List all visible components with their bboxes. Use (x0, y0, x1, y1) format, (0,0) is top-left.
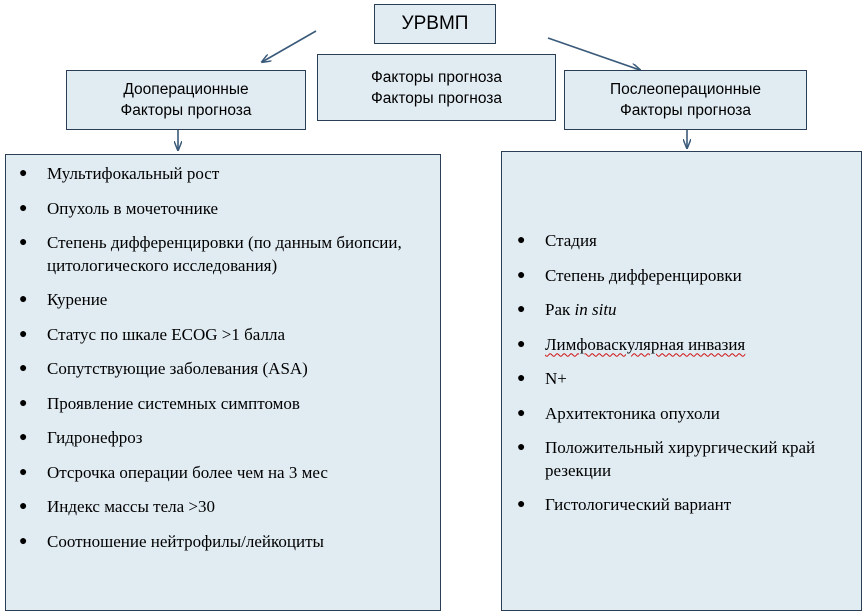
list-item: ● Сопутствующие заболевания (ASA) (19, 358, 427, 381)
list-item: ● Архитектоника опухоли (517, 403, 857, 426)
factor-text: Рак (545, 300, 575, 319)
list-item: ● Статус по шкале ECOG >1 балла (19, 324, 427, 347)
bullet-icon: ● (19, 292, 28, 307)
preoperative-header: Дооперационные Факторы прогноза (66, 70, 306, 130)
bullet-icon: ● (517, 233, 526, 248)
factor-text: Гидронефроз (47, 428, 143, 447)
factor-text: Отсрочка операции более чем на 3 мес (47, 462, 328, 482)
factor-text: Сопутствующие заболевания (ASA) (47, 359, 308, 378)
factor-text: N+ (545, 369, 567, 388)
bullet-icon: ● (517, 267, 526, 283)
factor-text: Гистологический вариант (545, 495, 732, 514)
bullet-icon: ● (517, 336, 526, 352)
bullet-icon: ● (517, 405, 526, 421)
list-item: ● Гистологический вариант (517, 494, 857, 517)
factor-text: Курение (47, 290, 108, 309)
factor-text-italic: in situ (574, 300, 617, 319)
factor-text: Соотношение нейтрофилы/лейкоциты (47, 531, 324, 551)
list-item: ● Положительный хирургический край резекц… (517, 437, 857, 482)
list-item: ● N+ (517, 368, 857, 391)
middle-header-line1: Факторы прогноза (371, 68, 502, 86)
factor-text: Лимфоваскулярная инвазия (545, 334, 746, 354)
bullet-icon: ● (19, 499, 28, 514)
list-item: ● Стадия (517, 230, 857, 253)
bullet-icon: ● (19, 464, 28, 480)
bullet-icon: ● (19, 200, 28, 216)
list-item: ● Лимфоваскулярная инвазия (517, 334, 857, 357)
factor-text: Положительный хирургический край резекци… (545, 438, 816, 480)
factor-text: Опухоль в мочеточнике (47, 198, 219, 218)
bullet-icon: ● (19, 430, 28, 445)
preoperative-factors-list: ● Мультифокальный рост ● Опухоль в мочеточ… (19, 163, 427, 565)
preoperative-header-line2: Факторы прогноза (120, 102, 252, 119)
list-item: ● Отсрочка операции более чем на 3 мес (19, 462, 427, 485)
bullet-icon: ● (517, 302, 526, 317)
arrow-top-to-left (262, 30, 317, 62)
factor-text: Стадия (545, 231, 597, 250)
list-item: ● Степень дифференцировки (по данным биоп… (19, 232, 427, 277)
factor-text: Мультифокальный рост (47, 164, 220, 183)
list-item: ● Мультифокальный рост (19, 163, 427, 186)
bullet-icon: ● (19, 395, 28, 411)
arrow-top-to-right (547, 37, 640, 70)
factor-text: Степень дифференцировки (по данным биопс… (47, 233, 402, 275)
prognostic-factors-header: Факторы прогноза Факторы прогноза (317, 54, 556, 121)
list-item: ● Рак in situ (517, 299, 857, 322)
postoperative-header-line2: Факторы прогноза (620, 102, 751, 119)
list-item: ● Индекс массы тела >30 (19, 496, 427, 519)
postoperative-factors-panel: ● Стадия ● Степень дифференцировки ● Рак in… (501, 151, 862, 611)
postoperative-header: Послеоперационные Факторы прогноза (564, 70, 807, 130)
list-item: ● Курение (19, 289, 427, 312)
factor-text: Статус по шкале ECOG >1 балла (47, 324, 285, 344)
bullet-icon: ● (19, 166, 28, 181)
list-item: ● Проявление системных симптомов (19, 393, 427, 416)
preoperative-factors-panel: ● Мультифокальный рост ● Опухоль в мочеточ… (5, 154, 441, 611)
list-item: ● Соотношение нейтрофилы/лейкоциты (19, 531, 427, 554)
factor-text: Индекс массы тела >30 (47, 497, 215, 516)
bullet-icon: ● (517, 371, 526, 386)
bullet-icon: ● (19, 235, 28, 250)
bullet-icon: ● (19, 533, 28, 549)
postoperative-factors-list: ● Стадия ● Степень дифференцировки ● Рак in… (517, 230, 857, 529)
factor-text: Проявление системных симптомов (47, 393, 300, 413)
list-item: ● Опухоль в мочеточнике (19, 198, 427, 221)
middle-header-line2: Факторы прогноза (371, 89, 502, 107)
bullet-icon: ● (19, 326, 28, 342)
bullet-icon: ● (517, 497, 526, 512)
bullet-icon: ● (517, 440, 526, 455)
factor-text: Степень дифференцировки (545, 265, 742, 285)
top-node-label: УРВМП (401, 13, 469, 34)
list-item: ● Гидронефроз (19, 427, 427, 450)
bullet-icon: ● (19, 361, 28, 376)
list-item: ● Степень дифференцировки (517, 265, 857, 288)
preoperative-header-line1: Дооперационные (123, 81, 249, 98)
top-node-urvmp: УРВМП (374, 4, 496, 44)
factor-text: Архитектоника опухоли (545, 403, 720, 423)
postoperative-header-line1: Послеоперационные (609, 81, 762, 98)
